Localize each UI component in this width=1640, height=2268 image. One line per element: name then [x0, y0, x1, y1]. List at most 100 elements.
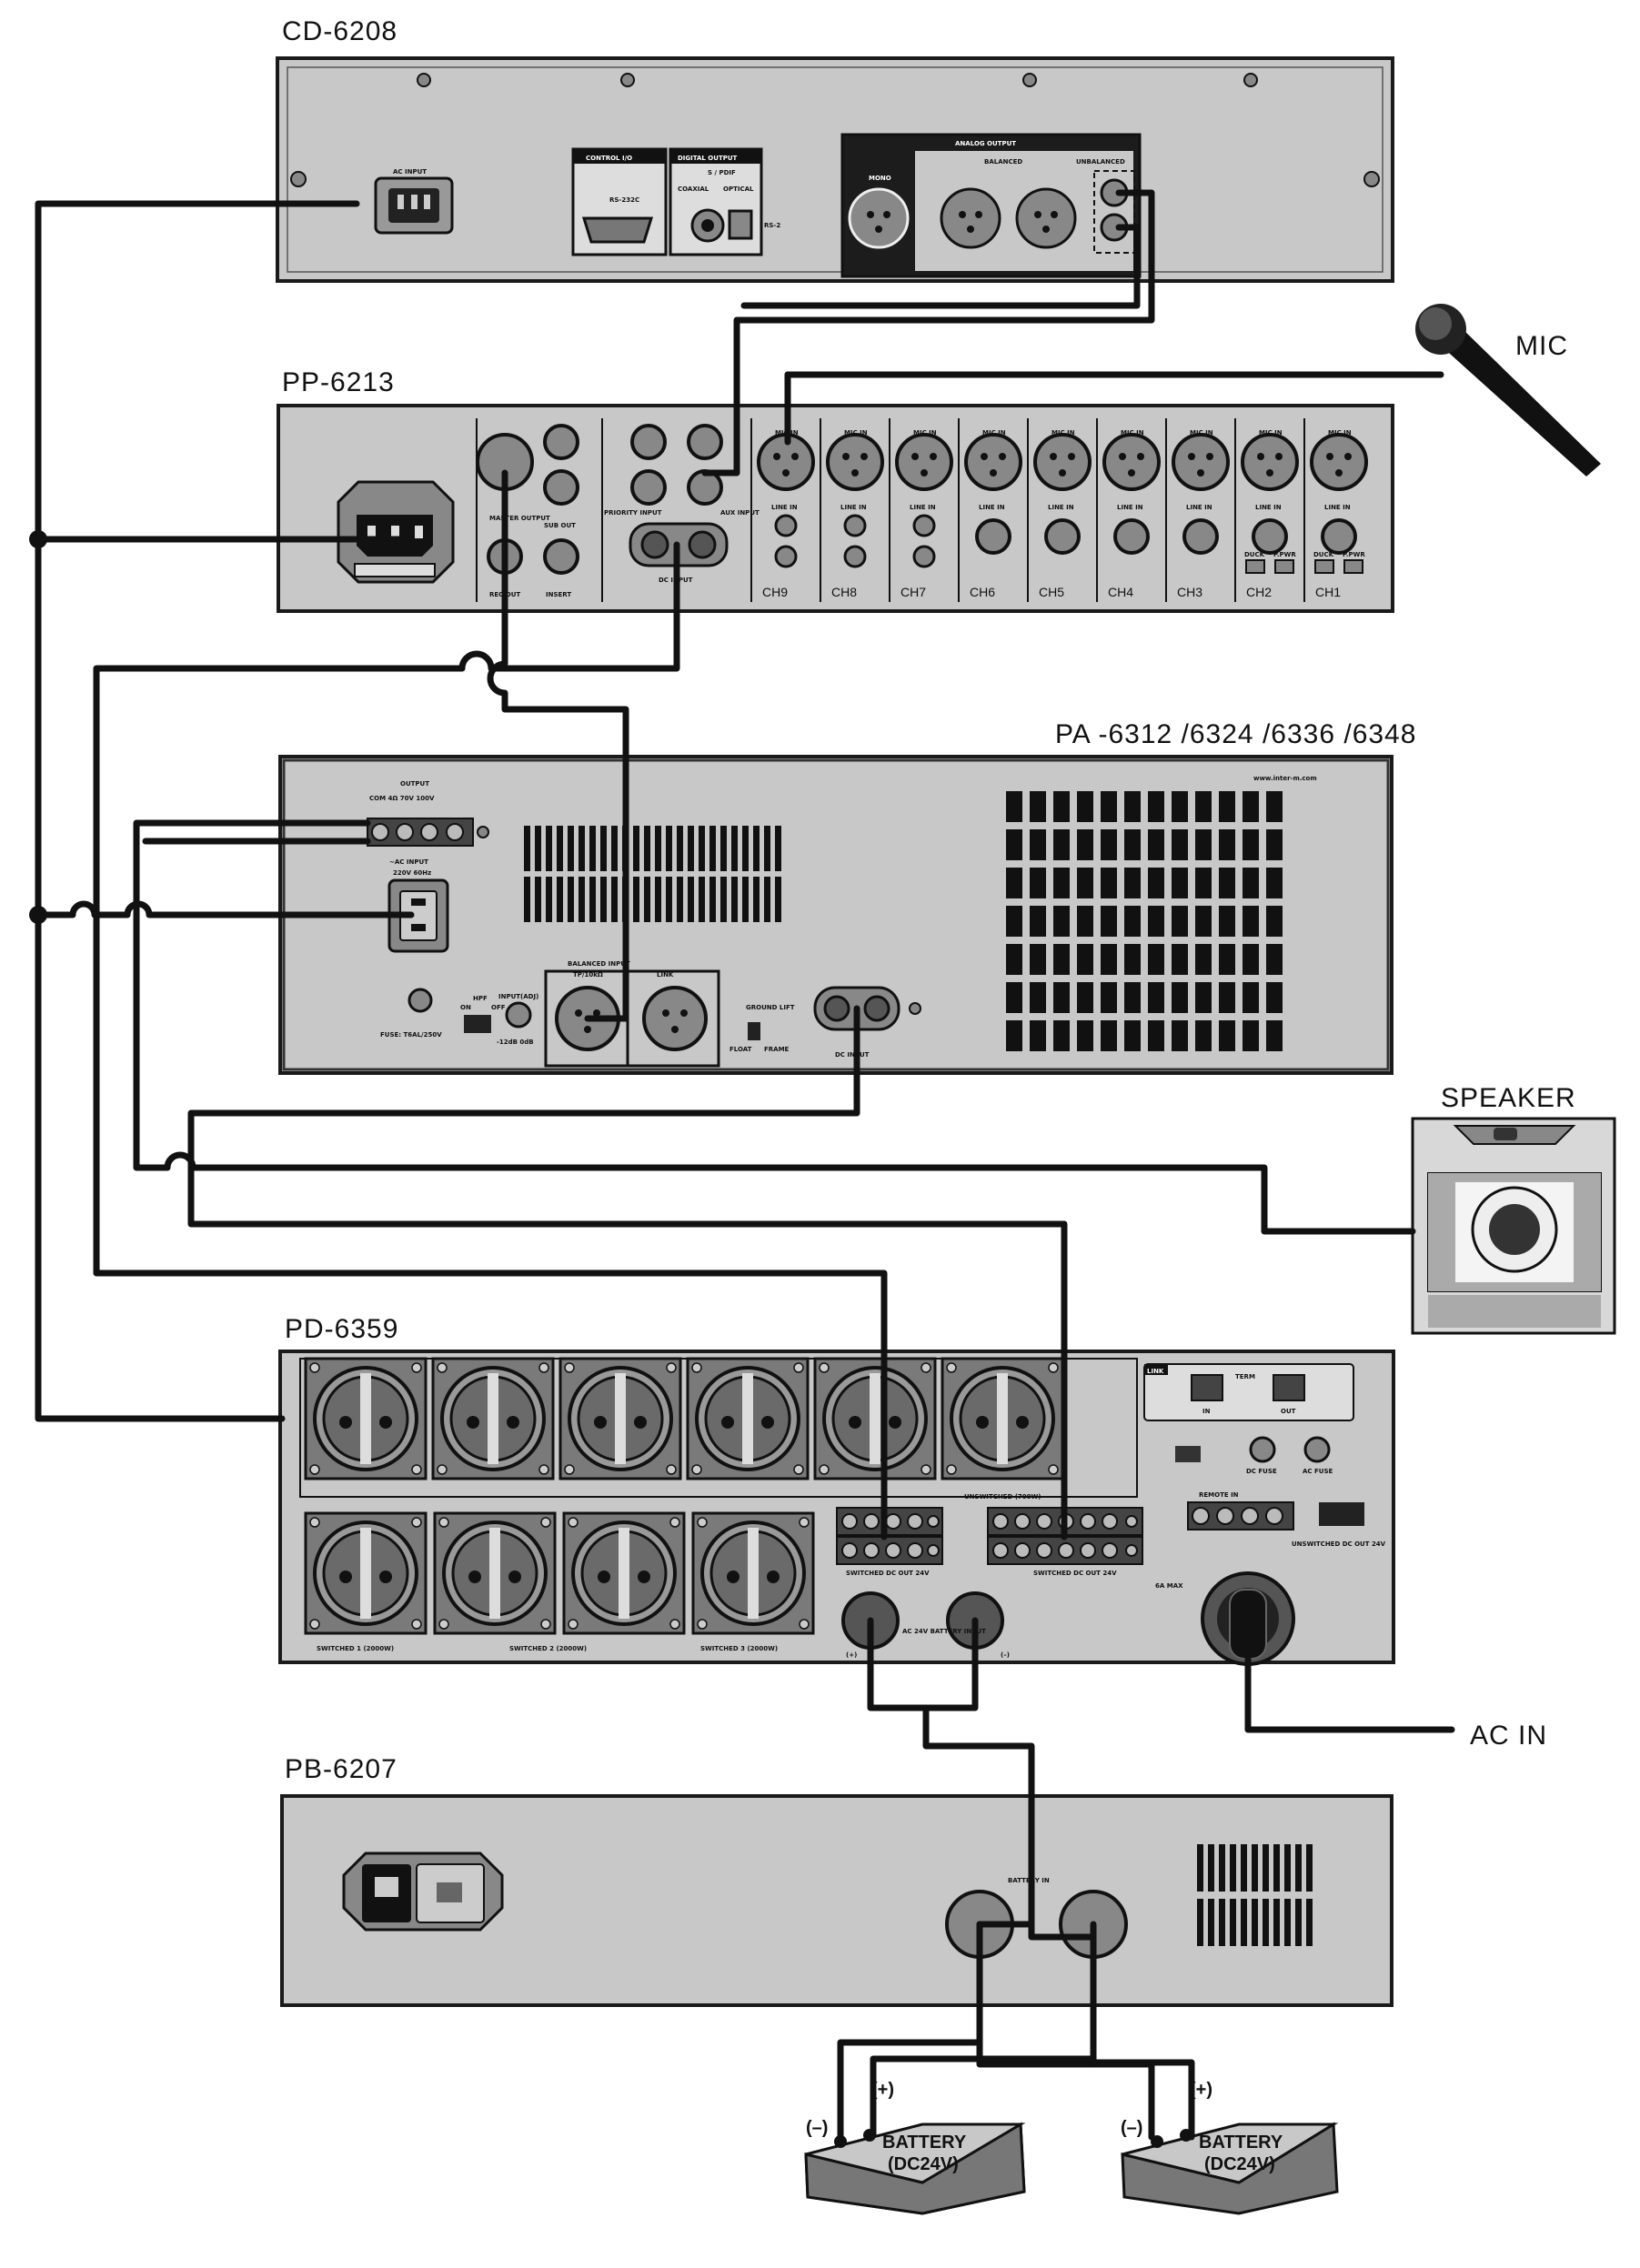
cd-6208-title: CD-6208 — [282, 16, 397, 46]
pp-mic-in-xlr[interactable] — [826, 433, 884, 491]
pa-amplifier-unit: PA -6312 /6324 /6336 /6348 www.inter-m.c… — [278, 719, 1415, 1075]
pp-duck-button[interactable] — [1245, 559, 1265, 574]
cd-optical-jack[interactable] — [728, 209, 753, 240]
pp-mic-in-xlr[interactable] — [1241, 433, 1299, 491]
pp-line-in-jack[interactable] — [975, 518, 1011, 555]
pp-line-in-rca-r[interactable] — [912, 545, 936, 568]
pp-line-in-rca-l[interactable] — [843, 514, 867, 537]
microphone: MIC — [1415, 304, 1601, 477]
pd-ac-outlet[interactable] — [558, 1357, 682, 1480]
pa-dc-input-label: DC INPUT — [835, 1051, 870, 1059]
pp-line-in-rca-r[interactable] — [843, 545, 867, 568]
pp-line-in-rca-r[interactable] — [774, 545, 798, 568]
cd-6208-unit: CD-6208 AC INPUT CONTROL I/O RS-232C DIG… — [276, 16, 1394, 283]
pp-mic-in-xlr[interactable] — [1033, 433, 1092, 491]
pd-ac-outlet[interactable] — [691, 1511, 815, 1635]
pp-mic-in-xlr[interactable] — [1172, 433, 1230, 491]
pd-ac-fuse-label: AC FUSE — [1303, 1468, 1333, 1475]
pp-sub-out-label: SUB OUT — [544, 522, 576, 529]
pd-ac-outlet[interactable] — [304, 1511, 428, 1635]
pa-float-label: FLOAT — [729, 1046, 752, 1053]
pp-sub-out-jack-2[interactable] — [543, 469, 579, 506]
wire-pb-jumper — [976, 1921, 1097, 1941]
pp-line-in-jack[interactable] — [1252, 518, 1288, 555]
pp-channel-label: CH1 — [1315, 585, 1341, 599]
pp-mic-in-xlr[interactable] — [895, 433, 953, 491]
pa-fuse-label: FUSE: T6AL/250V — [380, 1031, 442, 1039]
pd-ac-outlet[interactable] — [562, 1511, 686, 1635]
pd-ac-outlet[interactable] — [941, 1357, 1064, 1480]
battery-2-label-line1: BATTERY — [1199, 2133, 1283, 2153]
cd-mono-label: MONO — [869, 175, 891, 182]
pp-line-in-jack[interactable] — [1182, 518, 1219, 555]
pd-6359-title: PD-6359 — [285, 1314, 398, 1344]
pa-frame-label: FRAME — [764, 1046, 790, 1053]
pa-input-adj-knob[interactable] — [505, 1001, 532, 1029]
pd-dc-fuse[interactable] — [1249, 1436, 1276, 1463]
pa-ground-lift-label: GROUND LIFT — [746, 1004, 795, 1011]
pp-sub-out-jack-1[interactable] — [543, 424, 579, 460]
pp-insert-jack[interactable] — [543, 538, 579, 575]
pd-ac-outlet[interactable] — [304, 1357, 428, 1480]
pd-ac-outlets — [299, 1357, 1138, 1635]
pd-max-label: 6A MAX — [1155, 1582, 1183, 1590]
pp-mic-in-xlr[interactable] — [1102, 433, 1161, 491]
pp-line-in-label: LINE IN — [910, 504, 936, 511]
pd-unswitched-label: UNSWITCHED (700W) — [964, 1493, 1041, 1500]
cd-xlr-mono[interactable] — [848, 187, 910, 249]
battery-2-plus-label: (+) — [1190, 2080, 1212, 2100]
pp-mic-in-xlr[interactable] — [964, 433, 1022, 491]
pd-ac-outlet[interactable] — [433, 1511, 557, 1635]
pb-6207-title: PB-6207 — [285, 1754, 397, 1784]
pa-hpf-switch[interactable] — [464, 1015, 491, 1033]
pd-ac-outlet[interactable] — [813, 1357, 937, 1480]
pp-line-in-jack[interactable] — [1321, 518, 1357, 555]
pd-ac-outlet[interactable] — [431, 1357, 555, 1480]
pd-6359-unit: PD-6359 UNSWITCHED (700W) SWITCHED 1 (20… — [278, 1314, 1395, 1666]
pp-line-in-label: LINE IN — [771, 504, 798, 511]
pp-line-in-rca-l[interactable] — [912, 514, 936, 537]
wire-pa-dc-to-pd — [187, 1005, 1068, 1540]
pp-p-pwr-label: P.PWR — [1273, 551, 1296, 558]
wire-pp-master-to-pa — [487, 469, 629, 1022]
cd-rs232-port[interactable] — [581, 216, 654, 244]
pp-mic-in-label: MIC IN — [844, 429, 868, 437]
pa-ac-input-label: ~AC INPUT — [389, 858, 428, 866]
pp-phantom-power-button[interactable] — [1343, 559, 1363, 574]
pp-aux-input-1[interactable] — [687, 424, 723, 460]
pd-link-in-port[interactable] — [1191, 1374, 1223, 1401]
cd-6208-panel — [276, 56, 1394, 283]
pp-priority-input-1[interactable] — [630, 424, 667, 460]
pd-battery-input-label: AC 24V BATTERY INPUT — [902, 1628, 986, 1635]
pp-line-in-rca-l[interactable] — [774, 514, 798, 537]
cd-control-io-label: CONTROL I/O — [586, 155, 632, 162]
cd-rs2-label: RS-2 — [764, 222, 780, 229]
pa-output-taps-label: COM 4Ω 70V 100V — [369, 795, 435, 802]
cd-screws — [290, 73, 1380, 187]
pp-mic-in-xlr[interactable] — [1310, 433, 1368, 491]
pd-remote-label: REMOTE IN — [1199, 1491, 1239, 1499]
pp-line-in-jack[interactable] — [1113, 518, 1150, 555]
pp-mic-in-label: MIC IN — [982, 429, 1006, 437]
cd-xlr-balanced-l[interactable] — [940, 187, 1001, 249]
pa-url-label: www.inter-m.com — [1253, 775, 1317, 782]
pd-link-out-port[interactable] — [1273, 1374, 1305, 1401]
pb-6207-unit: PB-6207 BATTERY IN — [280, 1754, 1393, 2007]
pd-dip-switch[interactable] — [1175, 1446, 1201, 1462]
pp-phantom-power-button[interactable] — [1274, 559, 1294, 574]
pd-unswitched-dc-terminal[interactable] — [1319, 1502, 1364, 1526]
pp-mic-in-label: MIC IN — [1190, 429, 1213, 437]
pp-duck-button[interactable] — [1314, 559, 1334, 574]
cd-xlr-balanced-r[interactable] — [1015, 187, 1077, 249]
pp-line-in-jack[interactable] — [1044, 518, 1081, 555]
pp-line-in-label: LINE IN — [1117, 504, 1143, 511]
pp-priority-input-2[interactable] — [630, 469, 667, 506]
pa-fuse-holder[interactable] — [407, 988, 433, 1013]
pa-ground-lift-switch[interactable] — [748, 1022, 760, 1040]
pd-ac-fuse[interactable] — [1303, 1436, 1331, 1463]
pd-link-in-label: IN — [1202, 1408, 1211, 1415]
pd-ac-outlet[interactable] — [686, 1357, 810, 1480]
pa-xlr-link[interactable] — [642, 986, 708, 1051]
